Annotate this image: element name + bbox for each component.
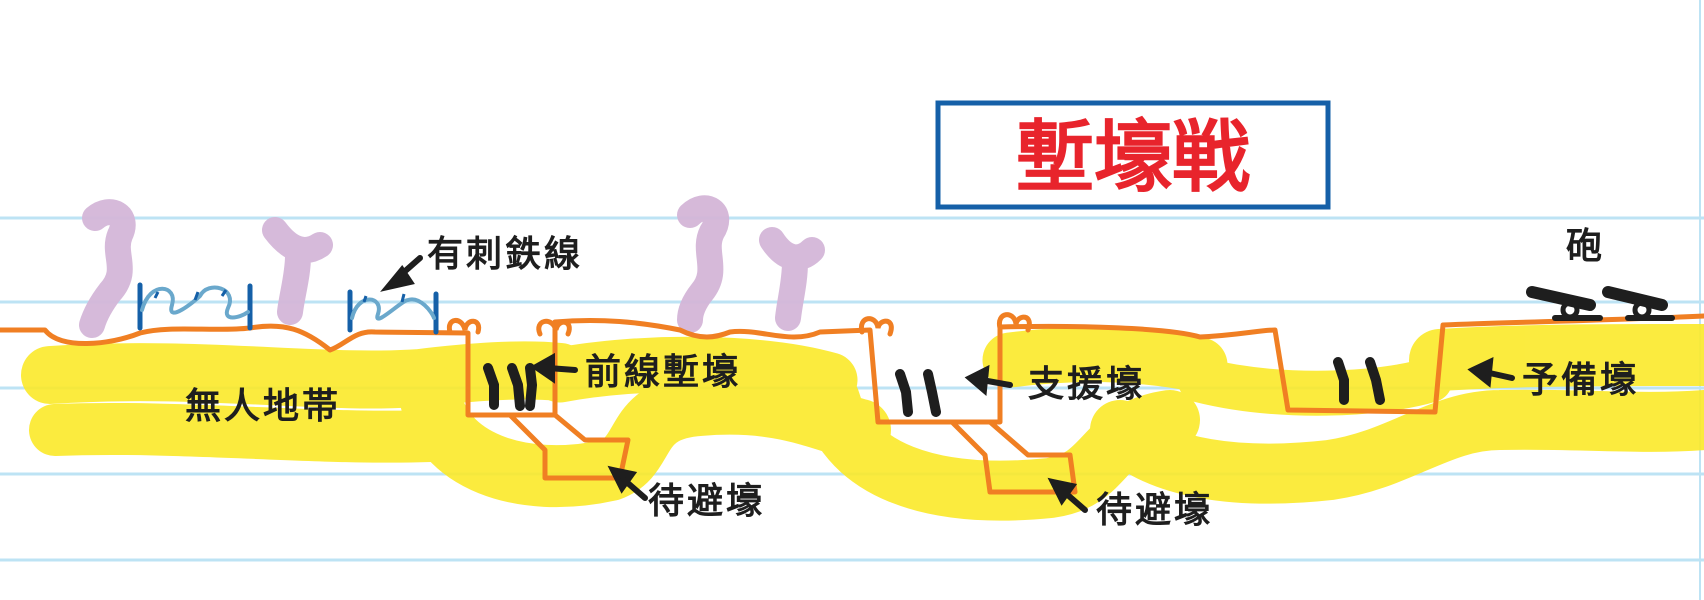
label-barbed-wire: 有刺鉄線 (427, 234, 583, 275)
ground-outline (0, 313, 1704, 425)
title-box (935, 100, 1331, 210)
barbed-wire-2 (347, 289, 439, 335)
parapet-mounds (446, 312, 1032, 337)
barbed-wire-1 (137, 282, 253, 331)
soldiers-reserve-trench (1333, 357, 1385, 405)
title: 塹壕戦 (1016, 113, 1250, 203)
label-arrows (380, 255, 1515, 513)
dugout-shaft-2 (950, 420, 1078, 495)
soldiers-front-trench (483, 363, 538, 411)
label-artillery: 砲 (1566, 226, 1605, 267)
label-no-mans-land: 無人地帯 (185, 386, 341, 427)
soldiers-support-trench (895, 369, 941, 417)
label-reserve-trench: 予備壕 (1522, 359, 1639, 401)
highlighter-band (21, 324, 1704, 521)
label-dugout-2: 待避壕 (1096, 489, 1213, 531)
label-dugout-1: 待避壕 (648, 480, 765, 522)
shell-smoke-group (79, 195, 825, 338)
label-support-trench: 支援壕 (1028, 363, 1145, 405)
artillery-guns (1526, 286, 1675, 321)
label-front-trench: 前線塹壕 (585, 351, 741, 393)
